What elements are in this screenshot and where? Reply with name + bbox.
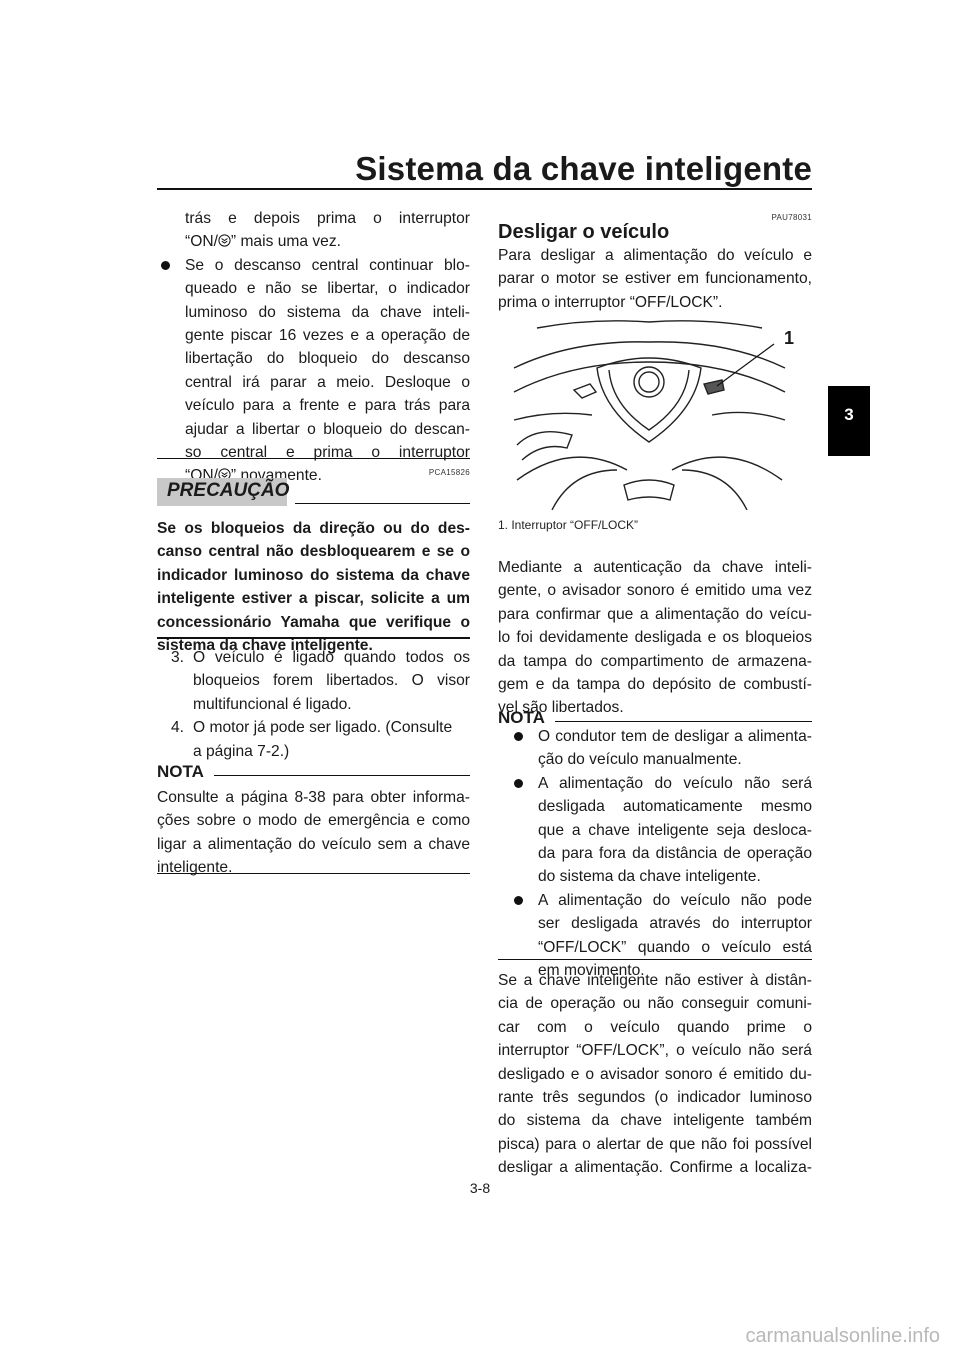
intro-text: Para desligar a alimentação do veículo e… (498, 244, 812, 314)
text-line: central irá parar a meio. Desloque o (185, 373, 470, 391)
text-line: car com o veículo quando prime o (498, 1018, 812, 1036)
text-line: cia de operação ou não conseguir comuni- (498, 995, 812, 1013)
nota-end-rule (498, 959, 812, 960)
text-line: ligar a alimentação do veículo sem a cha… (157, 835, 470, 853)
continuation-line: “ON/” mais uma vez. (185, 233, 341, 251)
nota-text: Consulte a página 8-38 para obter inform… (157, 786, 470, 880)
auth-text: Mediante a autenticação da chave inteli-… (498, 556, 812, 720)
text-line: A alimentação do veículo não pode (538, 891, 812, 909)
smart-key-icon (218, 234, 231, 248)
bullet-item: A alimentação do veículo não será desliga… (510, 772, 812, 889)
text-line: canso central não desbloquearem e se o (157, 543, 470, 561)
caution-code: PCA15826 (428, 468, 470, 477)
text-line: Para desligar a alimentação do veículo e (498, 247, 812, 264)
text-line: interruptor “OFF/LOCK”, o veículo não se… (498, 1042, 812, 1060)
text-line: queado e não se libertar, o indicador (185, 280, 470, 298)
text-line: do sistema da chave inteligente também (498, 1112, 812, 1130)
text-line: desligado e o avisador sonoro é emitido … (498, 1065, 812, 1083)
caution-rule (295, 503, 470, 504)
nota-label: NOTA (157, 762, 204, 781)
bullet-item: Se o descanso central continuar blo-quea… (157, 254, 470, 488)
text-line: O veículo é ligado quando todos os (193, 649, 470, 666)
step-4: 4. O motor já pode ser ligado. (Consulte… (171, 719, 453, 760)
text-line: libertação do bloqueio do descanso (185, 350, 470, 368)
text-line: desligar a alimentação. Confirme a local… (498, 1159, 812, 1177)
chapter-tab-number: 3 (844, 405, 854, 424)
bullet-dot-icon (514, 895, 523, 905)
title-rule (157, 188, 812, 190)
text-line: lo foi devidamente desligada e os bloque… (498, 629, 812, 647)
text-line: A alimentação do veículo não será (538, 774, 812, 792)
text-line: “OFF/LOCK” quando o veículo está (538, 938, 812, 956)
section-divider (157, 458, 470, 459)
text-line: da para fora da distância de operação (538, 845, 812, 863)
text-line: ser desligada através do interruptor (538, 915, 812, 933)
text-line: Se os bloqueios da direção ou do des- (157, 520, 470, 537)
text-line: ajudar a libertar o bloqueio do descan- (185, 420, 470, 438)
text-line: gente piscar 16 vezes e a operação de (185, 327, 470, 345)
text-line: so central e prima o interruptor (185, 444, 470, 462)
chapter-tab (828, 386, 870, 456)
bullet-item: O condutor tem de desligar a alimenta- ç… (510, 725, 812, 772)
section-code: PAU78031 (771, 213, 812, 222)
text-line: rante três segundos (o indicador luminos… (498, 1089, 812, 1107)
caution-text: Se os bloqueios da direção ou do des-can… (157, 517, 470, 657)
nota-bullets: O condutor tem de desligar a alimenta- ç… (510, 725, 812, 982)
figure-callout: 1 (784, 328, 795, 348)
nota-label: NOTA (498, 708, 545, 727)
section-heading: Desligar o veículo (498, 221, 670, 243)
nota-end-rule (157, 873, 470, 874)
left-continuation: trás e depois prima o interruptor “ON/” … (157, 207, 470, 488)
caution-end-rule (157, 637, 470, 639)
bullet-dot-icon (514, 732, 523, 741)
text-line: O condutor tem de desligar a alimenta- (538, 728, 812, 745)
text-line: desligada automaticamente mesmo (538, 798, 812, 816)
text-line: Mediante a autenticação da chave inteli- (498, 559, 812, 576)
text-line: indicador luminoso do sistema da chave (157, 566, 470, 584)
text-line: gem e da tampa do depósito de combustí- (498, 676, 812, 694)
continuation-line: trás e depois prima o interruptor (185, 210, 470, 227)
final-text: Se a chave inteligente não estiver à dis… (498, 969, 812, 1180)
bullet-item: A alimentação do veículo não pode ser des… (510, 889, 812, 983)
caution-label-box (157, 478, 287, 506)
text-line: concessionário Yamaha que verifique o (157, 613, 470, 631)
text-line: luminoso do sistema da chave inteli- (185, 303, 470, 321)
text-line: Se a chave inteligente não estiver à dis… (498, 972, 812, 989)
text-line: Se o descanso central continuar blo- (185, 256, 470, 274)
figure-caption: 1. Interruptor “OFF/LOCK” (498, 518, 639, 532)
bullet-dot-icon (514, 778, 523, 788)
page-title: Sistema da chave inteligente (355, 150, 812, 187)
text-line: que a chave inteligente seja desloca- (538, 821, 812, 839)
nota-rule (214, 775, 470, 776)
text-line: bloqueios forem libertados. O visor (193, 672, 470, 690)
caution-label: PRECAUÇÃO (167, 480, 290, 501)
nota-rule (555, 721, 812, 722)
text-line: gente, o avisador sonoro é emitido uma v… (498, 582, 812, 600)
text-line: Consulte a página 8-38 para obter inform… (157, 789, 470, 806)
text-line: para confirmar que a alimentação do veíc… (498, 605, 812, 623)
text-line: da tampa do compartimento de armazena- (498, 652, 812, 670)
text-line: veículo para a frente e para trás para (185, 397, 470, 415)
text-line: inteligente estiver a piscar, solicite a… (157, 590, 470, 608)
text-line: ções sobre o modo de emergência e como (157, 812, 470, 830)
text-line: parar o motor se estiver em funcionament… (498, 270, 812, 288)
watermark: carmanualsonline.info (745, 1325, 940, 1347)
text-line: pisca) para o alertar de que não foi pos… (498, 1135, 812, 1153)
bullet-dot-icon (161, 260, 170, 270)
handlebar-figure (513, 320, 786, 510)
page-number: 3-8 (469, 1180, 491, 1196)
